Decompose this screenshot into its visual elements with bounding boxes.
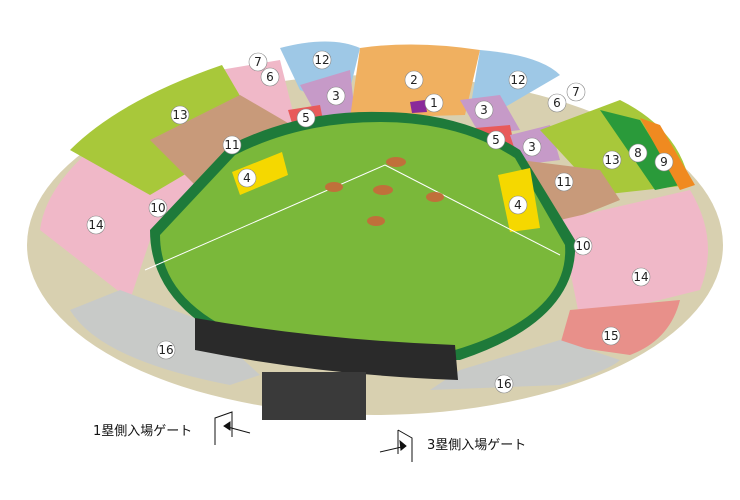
section-number-10: 10: [575, 239, 590, 253]
section-number-16: 16: [158, 343, 173, 357]
section-badge: [156, 340, 176, 360]
section-badge: [602, 150, 622, 170]
section-badge: [654, 152, 674, 172]
section-number-12: 12: [510, 73, 525, 87]
scoreboard-base: [262, 372, 366, 420]
section-labels-right: 12 76 3 5 3 13 8 9 11 4 10 14 15 16: [474, 70, 674, 394]
section-number-1: 1: [430, 96, 438, 110]
section-number-3: 3: [480, 103, 488, 117]
section-number-9: 9: [660, 155, 668, 169]
section-badge: [522, 137, 542, 157]
section-badge: [573, 236, 593, 256]
section-badge: [566, 82, 586, 102]
scoreboard: [195, 318, 458, 380]
section-badge: [222, 135, 242, 155]
section-16-right[interactable]: [430, 340, 620, 390]
section-number-11: 11: [224, 138, 239, 152]
section-badge: [631, 267, 651, 287]
section-badge: [148, 198, 168, 218]
section-badge: [554, 172, 574, 192]
section-number-3: 3: [528, 140, 536, 154]
base-area: [426, 192, 444, 202]
section-badge: [547, 93, 567, 113]
section-15[interactable]: [560, 300, 680, 355]
section-14-right[interactable]: [560, 190, 708, 320]
base-area: [367, 216, 385, 226]
section-number-2: 2: [410, 73, 418, 87]
section-badge: [170, 105, 190, 125]
section-badge: [326, 86, 346, 106]
section-number-14: 14: [88, 218, 103, 232]
section-number-3: 3: [332, 89, 340, 103]
gate-1-label: 1塁側入場ゲート: [93, 424, 193, 439]
section-number-6: 6: [553, 96, 561, 110]
section-number-14: 14: [633, 270, 648, 284]
section-number-6: 6: [266, 70, 274, 84]
section-number-7: 7: [254, 55, 262, 69]
section-number-15: 15: [603, 329, 618, 343]
section-number-13: 13: [172, 108, 187, 122]
section-labels-left: 76 12 3 5 21 13 11 4 10 14 16: [86, 50, 444, 360]
foul-line-left: [144, 164, 386, 271]
section-16-left[interactable]: [70, 290, 260, 385]
section-badge: [296, 108, 316, 128]
section-badge: [86, 215, 106, 235]
section-number-16: 16: [496, 377, 511, 391]
section-badge: [474, 100, 494, 120]
section-number-5: 5: [492, 133, 500, 147]
section-badge: [508, 70, 528, 90]
section-number-12: 12: [314, 53, 329, 67]
section-number-4: 4: [514, 198, 522, 212]
section-badge: [424, 93, 444, 113]
pitcher-mound: [373, 185, 393, 195]
gate-3-label: 3塁側入場ゲート: [427, 438, 527, 453]
section-badge: [404, 70, 424, 90]
foul-line-right: [384, 164, 561, 256]
section-badge: [494, 374, 514, 394]
section-badge: [248, 52, 268, 72]
section-badge: [260, 67, 280, 87]
section-number-13: 13: [604, 153, 619, 167]
section-number-8: 8: [634, 146, 642, 160]
gate-3-icon: [379, 429, 413, 462]
section-badge: [312, 50, 332, 70]
section-badge: [237, 168, 257, 188]
section-badge: [508, 195, 528, 215]
section-number-5: 5: [302, 111, 310, 125]
base-area: [325, 182, 343, 192]
section-badge: [628, 143, 648, 163]
section-number-11: 11: [556, 175, 571, 189]
gate-1-icon: [214, 411, 251, 445]
section-13-left[interactable]: [70, 65, 260, 195]
section-number-4: 4: [243, 171, 251, 185]
section-number-10: 10: [150, 201, 165, 215]
section-1[interactable]: [410, 100, 427, 113]
section-number-7: 7: [572, 85, 580, 99]
section-badge: [601, 326, 621, 346]
section-badge: [486, 130, 506, 150]
home-plate-area: [386, 157, 406, 167]
